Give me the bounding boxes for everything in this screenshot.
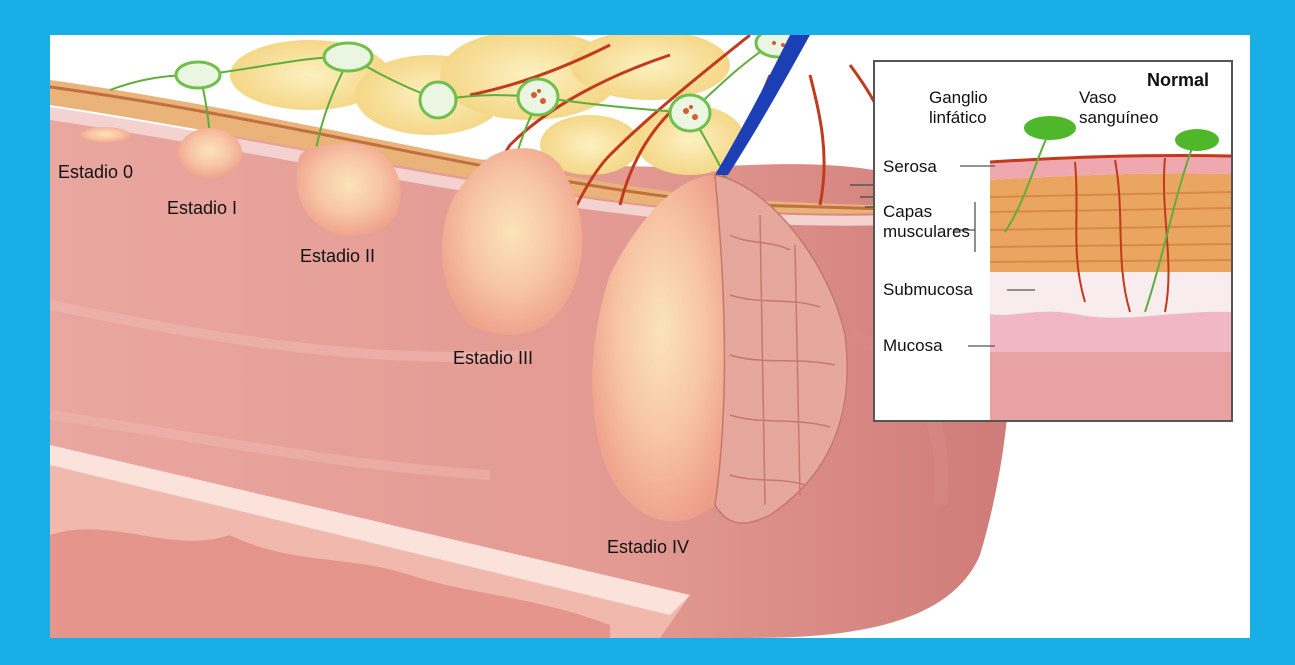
capas-musculares-label: Capas musculares xyxy=(883,202,970,241)
inset-lymph-node xyxy=(1024,116,1076,140)
inset-submucosa xyxy=(990,272,1231,318)
inset-lumen xyxy=(990,352,1231,420)
normal-inset: Normal Ganglio linfático Vaso sanguíneo … xyxy=(873,60,1233,422)
mucosa-label: Mucosa xyxy=(883,336,943,356)
illustration-frame: Estadio 0 Estadio I Estadio II Estadio I… xyxy=(50,35,1250,638)
serosa-label: Serosa xyxy=(883,157,937,177)
tumor-stage-0 xyxy=(80,127,130,143)
stage-1-label: Estadio I xyxy=(167,199,237,217)
ganglio-label: Ganglio linfático xyxy=(929,88,988,127)
inset-mucosa xyxy=(990,312,1231,352)
stage-4-label: Estadio IV xyxy=(607,538,689,556)
inset-lymph-node xyxy=(1175,129,1219,151)
blue-vein xyxy=(715,35,810,175)
vaso-label: Vaso sanguíneo xyxy=(1079,88,1158,127)
stage-0-label: Estadio 0 xyxy=(58,163,133,181)
stage-3-label: Estadio III xyxy=(453,349,533,367)
tumor-stage-1 xyxy=(178,128,242,178)
submucosa-label: Submucosa xyxy=(883,280,973,300)
stage-2-label: Estadio II xyxy=(300,247,375,265)
